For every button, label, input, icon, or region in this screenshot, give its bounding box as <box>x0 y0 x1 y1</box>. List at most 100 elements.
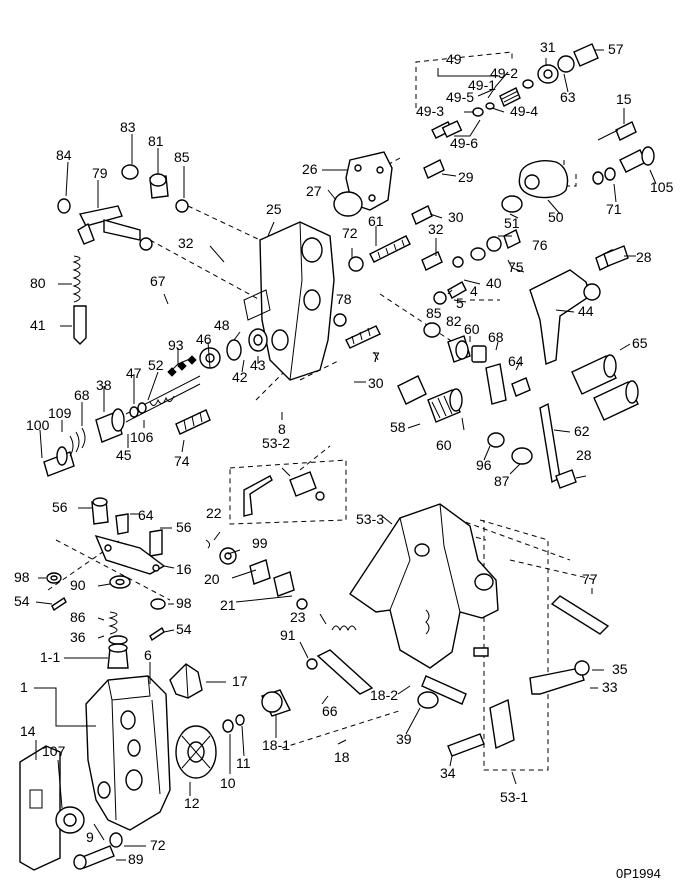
callout-17: 17 <box>232 673 248 689</box>
callout-84: 84 <box>56 147 72 163</box>
drawing-code: 0P1994 <box>616 866 661 881</box>
part-79-lever <box>57 198 153 251</box>
callout-49-3: 49-3 <box>416 103 444 119</box>
callout-79: 79 <box>92 165 108 181</box>
callout-51: 51 <box>504 215 520 231</box>
callout-28-top: 28 <box>636 249 652 265</box>
callout-49-4: 49-4 <box>510 103 538 119</box>
callout-5: 5 <box>456 295 464 311</box>
callout-49: 49 <box>446 51 462 67</box>
callout-100: 100 <box>26 417 50 433</box>
callout-82: 82 <box>446 313 462 329</box>
callout-86: 86 <box>70 609 86 625</box>
callout-91: 91 <box>280 627 296 643</box>
callout-62: 62 <box>574 423 590 439</box>
part-17-fitting <box>169 663 203 699</box>
callout-99: 99 <box>252 535 268 551</box>
callout-44: 44 <box>578 303 594 319</box>
callout-90: 90 <box>70 577 86 593</box>
callout-98-right: 98 <box>176 595 192 611</box>
callout-39: 39 <box>396 731 412 747</box>
part-89-72-bolts <box>73 832 123 870</box>
callout-36: 36 <box>70 629 86 645</box>
callout-30-mid: 30 <box>368 375 384 391</box>
callout-12: 12 <box>184 795 200 811</box>
part-governor-shaft <box>43 339 242 477</box>
callout-34: 34 <box>440 765 456 781</box>
part-61-72-30-32 <box>348 205 443 272</box>
callout-54-left: 54 <box>14 593 30 609</box>
callout-49-6: 49-6 <box>450 135 478 151</box>
callout-52: 52 <box>148 357 164 373</box>
callout-45: 45 <box>116 447 132 463</box>
callout-6: 6 <box>144 647 152 663</box>
part-1-pump-body <box>85 675 171 831</box>
callout-18-1: 18-1 <box>262 737 290 753</box>
callout-85-left: 85 <box>174 149 190 165</box>
callout-28-right: 28 <box>576 447 592 463</box>
callout-71: 71 <box>606 201 622 217</box>
callout-53-2: 53-2 <box>262 435 290 451</box>
callout-63: 63 <box>560 89 576 105</box>
callout-20: 20 <box>204 571 220 587</box>
callout-85-right: 85 <box>426 305 442 321</box>
part-12-cam <box>175 725 217 779</box>
callout-64-left: 64 <box>138 507 154 523</box>
callout-107: 107 <box>42 743 66 759</box>
callout-47: 47 <box>126 365 142 381</box>
callout-1: 1 <box>20 679 28 695</box>
callout-25: 25 <box>266 201 282 217</box>
callout-72-top: 72 <box>342 225 358 241</box>
part-26-cover <box>333 151 445 217</box>
callout-29: 29 <box>458 169 474 185</box>
part-15-105-71 <box>592 121 655 185</box>
callout-106: 106 <box>130 429 154 445</box>
callout-48: 48 <box>214 317 230 333</box>
callout-105: 105 <box>650 179 674 195</box>
part-80-41-spring <box>72 255 87 345</box>
part-31-57-63 <box>537 43 599 84</box>
callout-87: 87 <box>494 473 510 489</box>
part-18-pin <box>222 689 291 733</box>
callout-18-2: 18-2 <box>370 687 398 703</box>
part-49-group <box>431 79 534 139</box>
part-right-small <box>423 229 521 405</box>
callout-49-2: 49-2 <box>490 65 518 81</box>
callout-22: 22 <box>206 505 222 521</box>
part-77-rod <box>550 595 610 635</box>
callout-98-left: 98 <box>14 569 30 585</box>
callout-21: 21 <box>220 597 236 613</box>
callout-9: 9 <box>86 829 94 845</box>
callout-41: 41 <box>30 317 46 333</box>
callout-56-mid: 56 <box>176 519 192 535</box>
callout-49-1: 49-1 <box>468 77 496 93</box>
callout-81: 81 <box>148 133 164 149</box>
part-33-35-34 <box>447 660 590 757</box>
callout-labels: 49 49-1 49-2 49-3 49-5 49-4 49-6 31 57 6… <box>14 39 674 867</box>
part-53-2-linkage <box>243 467 325 517</box>
callout-10: 10 <box>220 775 236 791</box>
part-16-plate <box>91 497 166 575</box>
callout-50: 50 <box>548 209 564 225</box>
callout-26: 26 <box>302 161 318 177</box>
callout-27: 27 <box>306 183 322 199</box>
callout-66: 66 <box>322 703 338 719</box>
part-20-21-99 <box>205 539 308 610</box>
callout-35: 35 <box>612 661 628 677</box>
part-23-66-91 <box>306 625 374 695</box>
callout-61: 61 <box>368 213 384 229</box>
callout-40: 40 <box>486 275 502 291</box>
callout-78: 78 <box>336 291 352 307</box>
callout-7: 7 <box>372 349 380 365</box>
callout-60-mid: 60 <box>436 437 452 453</box>
callout-80: 80 <box>30 275 46 291</box>
callout-42: 42 <box>232 369 248 385</box>
callout-76: 76 <box>532 237 548 253</box>
part-14-gasket <box>19 745 85 871</box>
part-53-3-lever-assembly <box>349 503 499 709</box>
callout-96: 96 <box>476 457 492 473</box>
callout-54-right: 54 <box>176 621 192 637</box>
callout-33: 33 <box>602 679 618 695</box>
callout-14: 14 <box>20 723 36 739</box>
